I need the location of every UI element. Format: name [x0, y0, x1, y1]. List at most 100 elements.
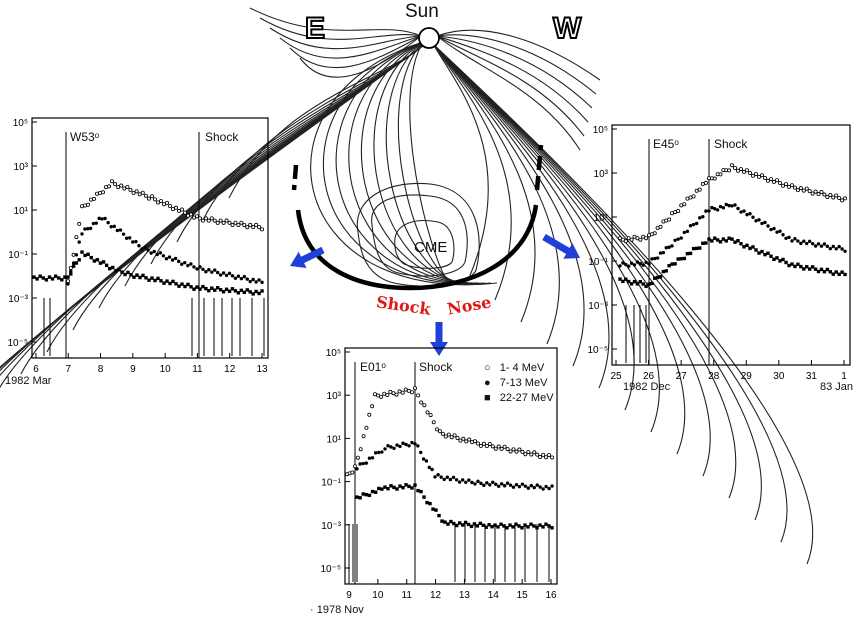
- data-point: [523, 484, 528, 488]
- data-point: [481, 441, 486, 446]
- field-line: [436, 34, 597, 95]
- data-point: [505, 526, 509, 530]
- data-point: [470, 480, 474, 485]
- data-point: [104, 263, 109, 268]
- data-point: [150, 276, 154, 280]
- data-point: [203, 216, 208, 221]
- data-point: [550, 455, 555, 460]
- data-point: [140, 190, 145, 195]
- data-point: [517, 447, 522, 452]
- data-point: [475, 441, 480, 446]
- data-point: [188, 212, 193, 217]
- data-point: [140, 247, 144, 251]
- data-point: [624, 262, 628, 267]
- data-point: [822, 192, 827, 197]
- data-point: [632, 279, 637, 284]
- data-point: [644, 284, 648, 288]
- data-point: [541, 487, 545, 491]
- data-point: [638, 261, 642, 266]
- x-tick-label: 7: [66, 364, 72, 375]
- legend-label: 22-27 MeV: [499, 392, 554, 404]
- data-point: [434, 427, 439, 432]
- data-point: [44, 278, 49, 282]
- x-tick-label: 1: [841, 371, 847, 382]
- data-point: [110, 179, 115, 184]
- data-point: [131, 240, 135, 244]
- data-point: [464, 480, 468, 484]
- data-point: [383, 447, 387, 451]
- data-point: [165, 279, 169, 283]
- data-point: [754, 248, 758, 252]
- y-tick-label: 10³: [14, 162, 29, 173]
- x-tick-label: 31: [806, 371, 818, 382]
- data-point: [502, 484, 507, 488]
- field-line: [124, 43, 426, 287]
- data-point: [404, 483, 408, 487]
- data-point: [168, 281, 172, 286]
- data-point: [805, 241, 809, 246]
- field-line: [432, 43, 711, 477]
- data-point: [641, 263, 645, 267]
- data-point: [370, 456, 375, 460]
- data-point: [701, 215, 705, 219]
- data-point: [80, 250, 84, 254]
- data-point: [367, 493, 372, 498]
- data-point: [840, 247, 844, 251]
- data-point: [790, 183, 795, 188]
- data-point: [380, 450, 384, 454]
- data-point: [77, 221, 82, 226]
- data-point: [653, 256, 657, 261]
- data-point: [452, 521, 456, 526]
- data-point: [816, 242, 821, 246]
- y-tick-label: 10⁻⁵: [7, 338, 28, 349]
- data-point: [177, 284, 181, 288]
- data-point: [251, 292, 255, 296]
- data-point: [77, 240, 81, 244]
- field-line: [310, 41, 498, 286]
- data-point: [132, 275, 136, 279]
- data-point: [421, 457, 426, 461]
- data-point: [210, 270, 214, 274]
- data-point: [460, 478, 465, 482]
- data-point: [730, 237, 734, 241]
- data-point: [427, 465, 431, 470]
- data-point: [158, 251, 163, 255]
- data-point: [233, 220, 238, 225]
- data-point: [790, 239, 794, 243]
- data-point: [658, 251, 663, 255]
- data-point: [127, 236, 132, 240]
- data-point: [230, 287, 235, 291]
- data-point: [457, 480, 462, 484]
- data-point: [526, 525, 530, 529]
- field-line: [0, 43, 426, 368]
- data-point: [644, 260, 648, 264]
- data-point: [526, 486, 531, 490]
- data-point: [691, 194, 696, 199]
- data-point: [781, 257, 785, 262]
- data-point: [627, 279, 631, 284]
- x-tick-label: 26: [643, 371, 655, 382]
- data-point: [224, 287, 229, 291]
- data-point: [635, 260, 640, 264]
- data-point: [409, 390, 414, 395]
- data-point: [799, 241, 803, 246]
- data-point: [137, 243, 141, 248]
- panel-shock-label: Shock: [714, 137, 748, 151]
- x-tick-label: 15: [517, 590, 529, 601]
- data-point: [192, 265, 196, 269]
- data-point: [182, 210, 187, 215]
- data-point: [781, 233, 785, 237]
- data-point: [367, 412, 372, 417]
- data-point: [529, 483, 533, 488]
- data-point: [451, 475, 456, 480]
- data-point: [248, 279, 252, 284]
- y-tick-label: 10⁵: [13, 118, 28, 129]
- data-point: [843, 272, 847, 277]
- plot-frame: [611, 124, 851, 366]
- field-line: [397, 41, 456, 284]
- data-point: [186, 263, 190, 268]
- data-point: [778, 259, 782, 263]
- data-point: [834, 193, 839, 198]
- data-point: [86, 252, 90, 256]
